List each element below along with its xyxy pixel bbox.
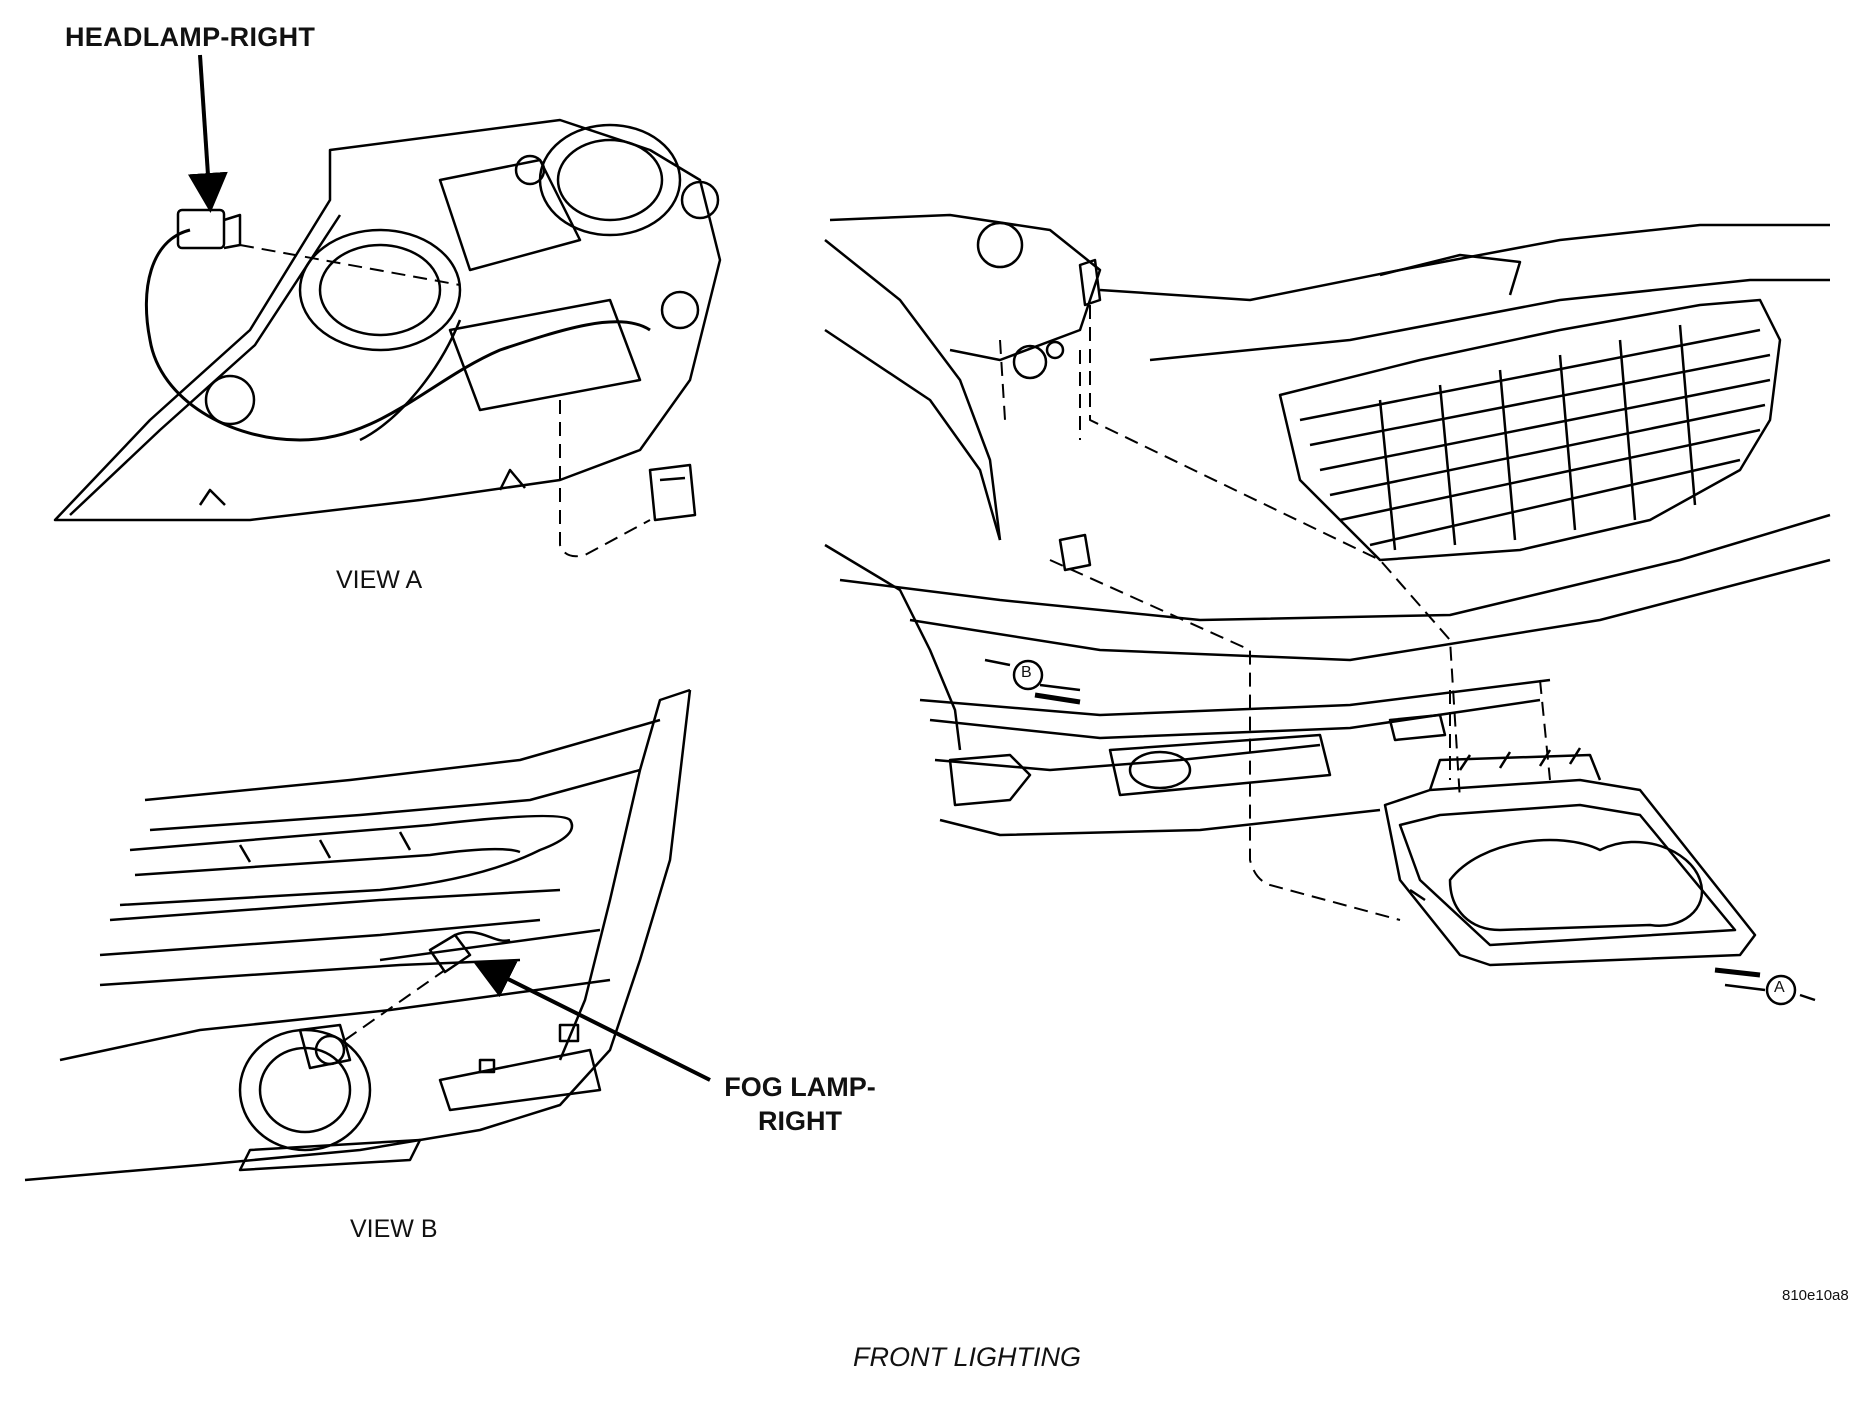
- removed-headlamp-unit: [1383, 747, 1757, 967]
- figure-caption: FRONT LIGHTING: [853, 1342, 1081, 1372]
- view-a-marker: [1714, 967, 1816, 1006]
- fog-lamp-callout-line2: RIGHT: [758, 1106, 842, 1136]
- view-marker-a-letter: A: [1774, 979, 1785, 996]
- vehicle-front-end-drawing: [824, 213, 1831, 921]
- view-a-headlamp-drawing: [53, 118, 722, 558]
- figure-code: 810e10a8: [1782, 1287, 1849, 1304]
- view-b-marker: [984, 658, 1081, 705]
- view-b-label: VIEW B: [350, 1215, 438, 1243]
- view-marker-b-letter: B: [1021, 664, 1032, 681]
- headlamp-right-callout: HEADLAMP-RIGHT: [65, 22, 316, 52]
- fog-lamp-callout-line1: FOG LAMP-: [724, 1072, 876, 1102]
- view-a-label: VIEW A: [336, 566, 423, 594]
- fog-lamp-right-callout: FOG LAMP- RIGHT: [700, 1070, 900, 1138]
- fog-lamp-callout-arrow: [472, 961, 711, 1082]
- headlamp-callout-arrow: [187, 54, 228, 213]
- view-b-fog-lamp-drawing: [24, 688, 692, 1182]
